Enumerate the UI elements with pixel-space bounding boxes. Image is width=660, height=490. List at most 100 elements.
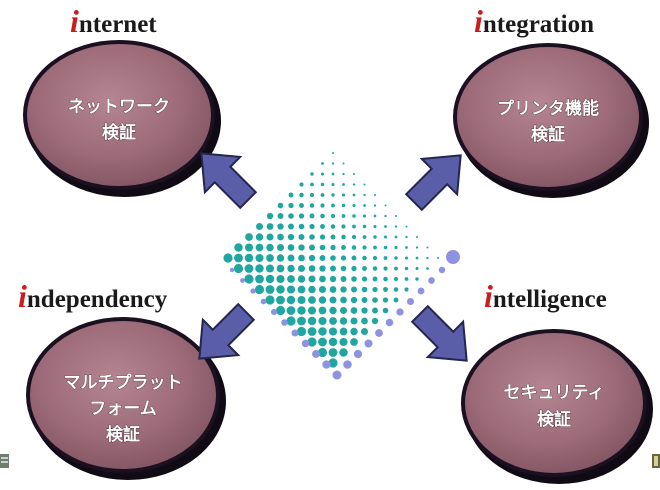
diamond-dot xyxy=(296,326,307,337)
diamond-dot xyxy=(309,213,315,219)
diamond-dot xyxy=(307,337,317,347)
quadrant-intelligence: intelligence セキュリティ 検証 xyxy=(410,278,653,484)
diamond-dot xyxy=(255,274,264,284)
diamond-dot xyxy=(332,152,334,154)
diamond-dot xyxy=(266,243,274,252)
diamond-edge-dot xyxy=(353,349,363,359)
diamond-dot xyxy=(297,275,306,283)
heading-internet: internet xyxy=(70,3,157,39)
diamond-dot xyxy=(341,203,346,208)
diamond-edge-dot xyxy=(322,360,331,369)
diamond-dot xyxy=(288,192,294,198)
diamond-dot xyxy=(321,162,324,165)
diamond-dot xyxy=(372,255,378,261)
diamond-dot xyxy=(415,266,419,271)
diamond-dot xyxy=(318,337,327,347)
diamond-dot xyxy=(361,276,368,282)
diamond-dot xyxy=(426,246,429,249)
diamond-dot xyxy=(331,193,335,197)
diamond-edge-dot xyxy=(250,288,256,294)
diamond-dot xyxy=(373,235,377,239)
diamond-dot xyxy=(277,223,284,230)
diamond-dot xyxy=(384,204,387,207)
diamond-dot xyxy=(319,275,326,283)
diamond-dot xyxy=(317,347,328,358)
diamond-dot xyxy=(350,317,358,325)
diamond-dot xyxy=(404,277,409,281)
diamond-dot xyxy=(299,192,304,198)
diamond-dot xyxy=(331,162,335,165)
diamond-edge-dot xyxy=(312,350,320,358)
diamond-dot xyxy=(371,317,379,325)
diamond-edge-dot xyxy=(364,339,373,348)
diamond-dot xyxy=(362,255,367,261)
diamond-dot xyxy=(299,203,304,208)
diamond-dot xyxy=(255,233,264,241)
diamond-dot xyxy=(383,235,388,239)
diamond-dot xyxy=(415,277,419,281)
diamond-dot xyxy=(328,348,338,357)
diamond-dot xyxy=(382,307,389,314)
diamond-dot xyxy=(310,182,314,187)
diamond-dot xyxy=(393,297,399,303)
diamond-dot xyxy=(233,263,244,274)
diamond-dot xyxy=(266,223,274,230)
diamond-dot xyxy=(318,316,327,326)
diamond-dot xyxy=(340,286,347,293)
diamond-dot xyxy=(405,225,408,228)
diamond-dot xyxy=(255,243,264,252)
diamond-dot xyxy=(298,223,305,230)
diamond-dot xyxy=(342,162,345,165)
bubble-text-line: セキュリティ xyxy=(504,383,605,403)
diamond-dot xyxy=(350,327,358,336)
diamond-edge-dot xyxy=(281,319,288,326)
diamond-dot xyxy=(276,285,285,294)
bubble-text-line: 検証 xyxy=(102,122,136,143)
diamond-dot xyxy=(308,254,316,262)
diamond-dot xyxy=(265,285,275,294)
diamond-dot xyxy=(287,264,295,273)
diamond-dot xyxy=(405,246,408,249)
diamond-dot xyxy=(372,266,378,271)
diamond-dot xyxy=(405,235,408,239)
diamond-dot xyxy=(362,266,367,271)
diamond-dot xyxy=(287,254,295,262)
heading-independency: independency xyxy=(18,278,168,314)
diamond-dot xyxy=(307,306,317,315)
diamond-dot xyxy=(352,183,356,186)
diamond-dot xyxy=(352,193,356,197)
heading-rest: ntegration xyxy=(483,11,594,38)
diamond-dot xyxy=(265,274,275,284)
diamond-dot xyxy=(319,244,326,251)
diamond-dot xyxy=(309,244,315,251)
bubble-text-line: プリンタ機能 xyxy=(497,98,599,119)
diamond-dot xyxy=(266,233,274,241)
quadrant-integration: integration プリンタ機能 検証 xyxy=(404,3,649,212)
diamond-dot xyxy=(383,256,388,260)
diamond-dot xyxy=(309,203,315,208)
diamond-dot xyxy=(372,286,378,293)
diamond-dot xyxy=(309,234,315,240)
bubble-independency xyxy=(26,317,220,473)
diamond-dot xyxy=(331,182,335,187)
diamond-dot xyxy=(383,266,388,271)
heading-rest: nternet xyxy=(79,11,157,38)
diamond-dot xyxy=(329,275,337,283)
diamond-dot xyxy=(339,327,348,336)
diamond-dot xyxy=(308,265,316,272)
diamond-dot xyxy=(244,264,254,273)
diamond-dot xyxy=(319,265,326,272)
diamond-dot xyxy=(394,256,398,260)
dot-diamond-graphic xyxy=(223,152,460,380)
diamond-dot xyxy=(254,284,265,295)
diamond-dot xyxy=(330,224,336,229)
diamond-dot xyxy=(330,265,336,272)
diamond-dot xyxy=(373,224,377,229)
diamond-dot xyxy=(275,305,286,316)
diamond-dot xyxy=(308,296,316,304)
diamond-dot xyxy=(330,244,336,251)
diamond-dot xyxy=(361,317,368,325)
diamond-dot xyxy=(363,204,366,207)
heading-initial: i xyxy=(70,3,79,39)
diamond-dot xyxy=(297,316,306,326)
